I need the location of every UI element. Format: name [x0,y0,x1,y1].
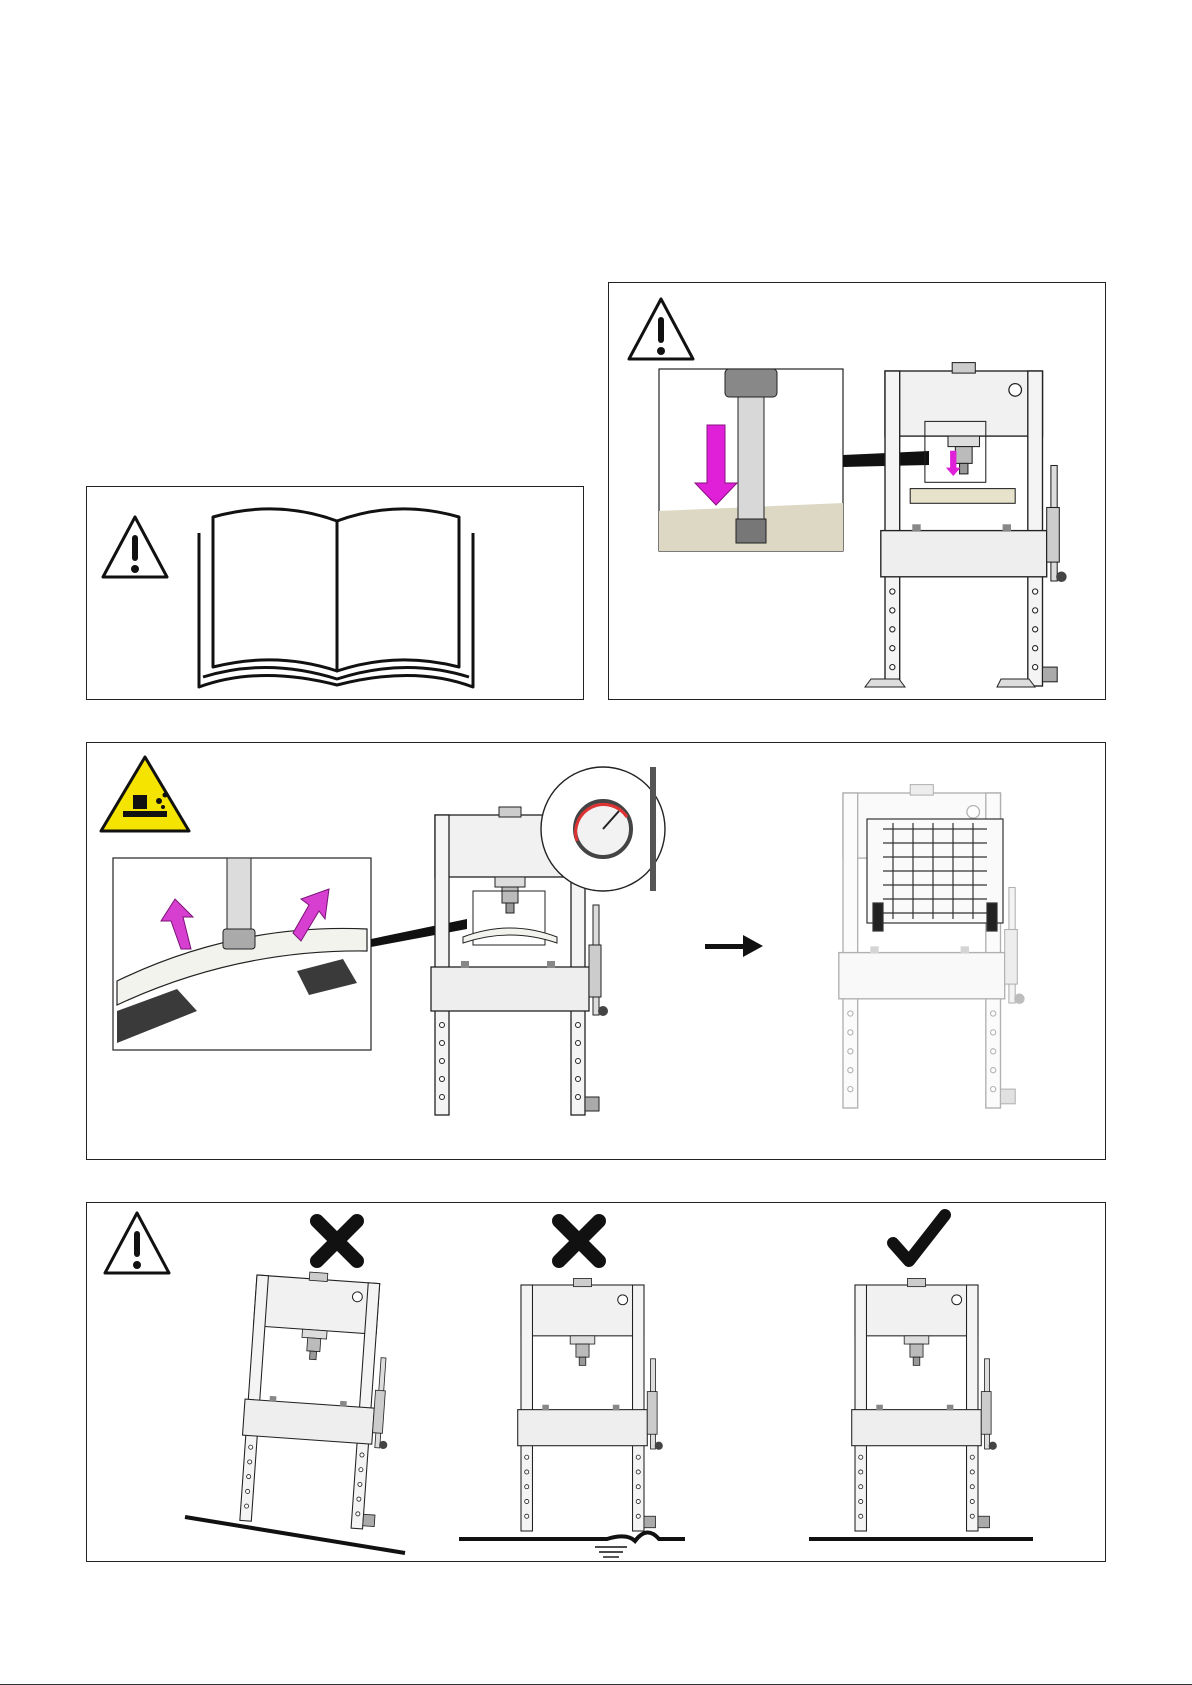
warning-triangle-icon [103,517,167,577]
hydraulic-press-illustration [881,363,1067,686]
wrong-x-icon [559,1221,599,1261]
ram-detail-inset [659,369,843,551]
uneven-wet-floor [459,1532,685,1541]
warning-triangle-icon [105,1213,169,1273]
bending-workpiece-inset [113,858,371,1050]
safety-guard-icon [867,819,1003,931]
correct-check-icon [893,1215,945,1261]
warning-triangle-icon [629,299,693,359]
level-floor-panel [86,1202,1106,1562]
centered-load-panel [608,282,1106,700]
press-on-slope [237,1268,399,1530]
wrong-x-icon [317,1221,357,1261]
press-on-level-floor [852,1278,997,1531]
right-arrow-icon [705,935,763,957]
flying-debris-warning-icon [101,757,189,831]
flying-debris-panel [86,742,1106,1160]
pressure-gauge-icon [541,767,665,891]
read-manual-panel [86,486,584,700]
open-book-icon [199,509,473,687]
press-on-uneven-floor [518,1278,663,1531]
